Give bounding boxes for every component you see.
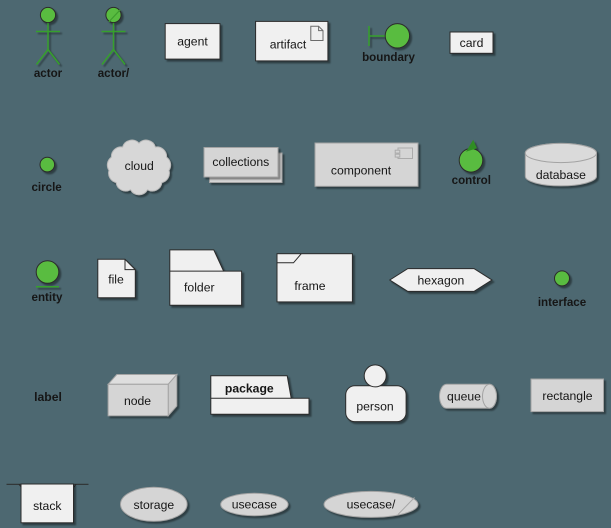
svg-text:package: package [225, 382, 274, 396]
svg-text:frame: frame [294, 279, 325, 293]
svg-text:circle: circle [31, 181, 62, 194]
svg-text:hexagon: hexagon [418, 273, 465, 287]
svg-text:agent: agent [177, 35, 208, 49]
svg-text:person: person [356, 400, 393, 414]
svg-text:cloud: cloud [125, 159, 154, 173]
svg-text:node: node [124, 394, 151, 408]
svg-text:usecase: usecase [232, 498, 278, 512]
svg-text:component: component [331, 163, 392, 177]
svg-text:collections: collections [212, 155, 269, 169]
svg-text:label: label [34, 390, 62, 404]
svg-text:control: control [452, 174, 491, 187]
svg-text:artifact: artifact [270, 38, 307, 52]
svg-text:interface: interface [538, 296, 587, 309]
svg-text:usecase/: usecase/ [347, 498, 396, 512]
svg-text:rectangle: rectangle [542, 389, 592, 403]
svg-text:actor: actor [34, 67, 63, 80]
svg-text:actor/: actor/ [98, 67, 130, 80]
svg-text:folder: folder [184, 281, 215, 295]
svg-text:database: database [536, 168, 586, 182]
svg-text:boundary: boundary [362, 51, 415, 64]
svg-text:queue: queue [447, 389, 481, 403]
svg-text:card: card [460, 36, 484, 50]
svg-text:entity: entity [32, 291, 63, 304]
svg-text:storage: storage [133, 498, 174, 512]
svg-text:stack: stack [33, 499, 62, 513]
svg-text:file: file [108, 273, 124, 287]
